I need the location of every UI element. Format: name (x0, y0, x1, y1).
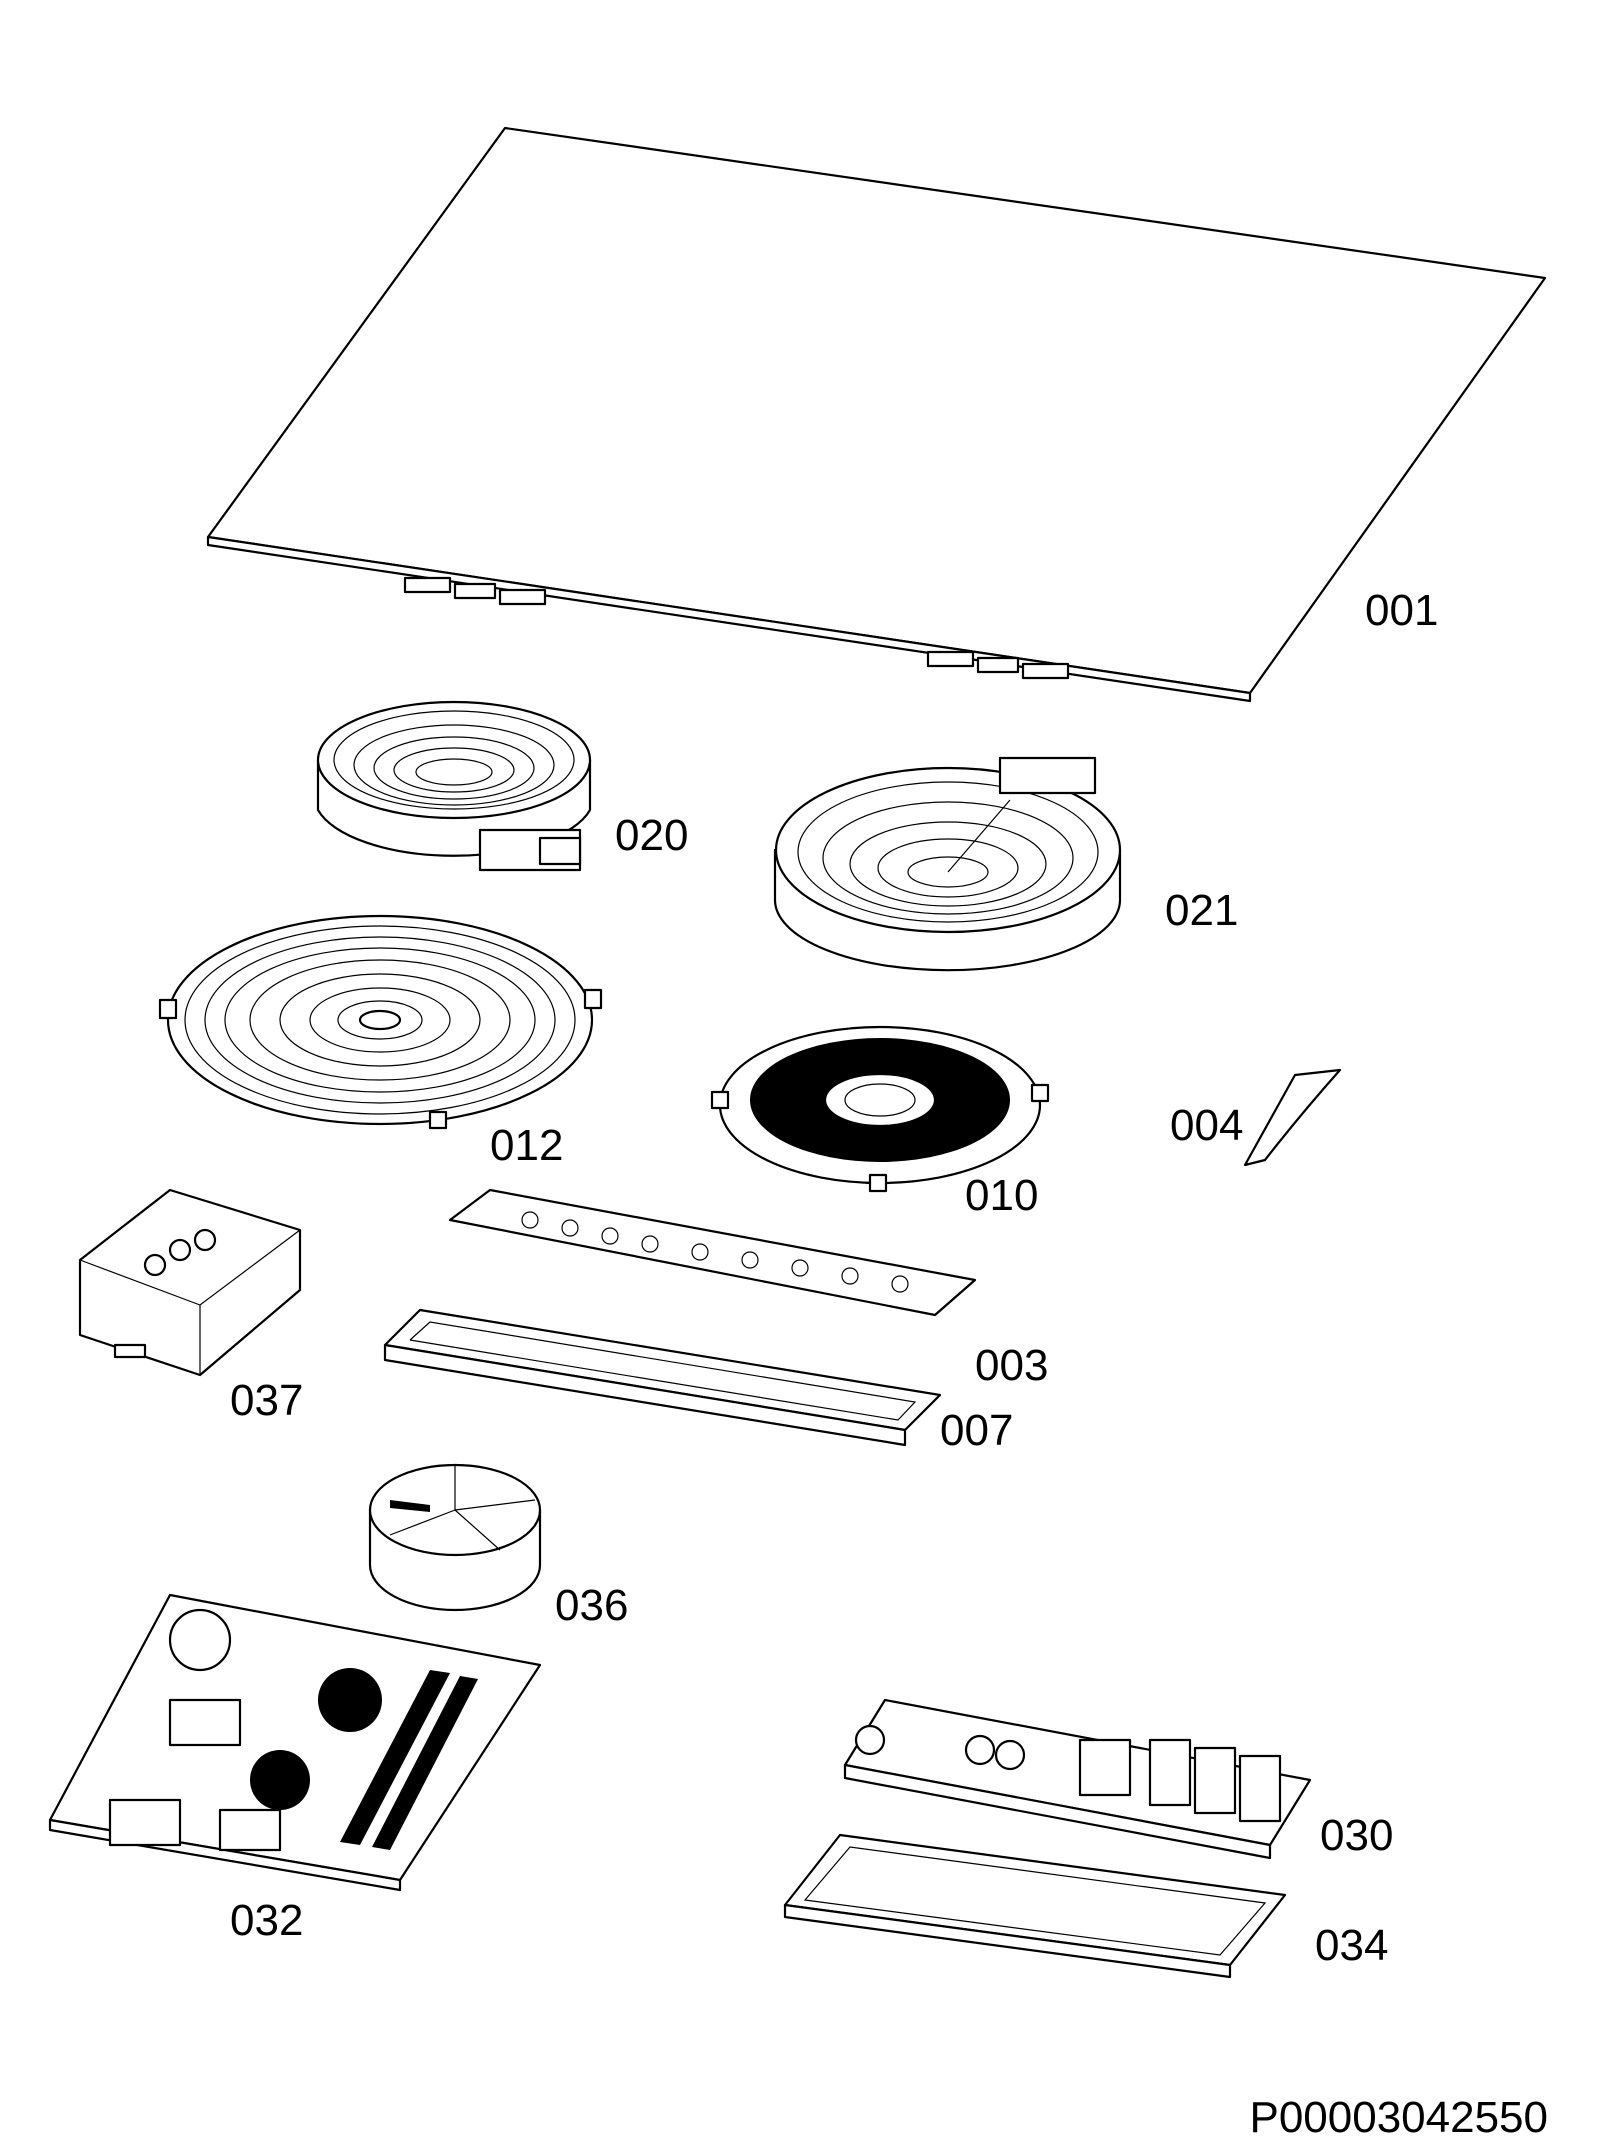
part-036-cooling-fan[interactable] (368, 1463, 542, 1612)
label-034: 034 (1315, 1921, 1388, 1970)
label-004: 004 (1170, 1101, 1243, 1150)
label-032: 032 (230, 1896, 303, 1945)
label-001: 001 (1365, 586, 1438, 635)
part-030-relay-board[interactable] (843, 1698, 1312, 1860)
label-003: 003 (975, 1341, 1048, 1390)
part-021-large-heater[interactable] (773, 756, 1122, 972)
part-020-small-heater[interactable] (316, 700, 592, 872)
part-003-touch-control-board[interactable] (448, 1188, 977, 1317)
part-012-large-induction-coil[interactable] (158, 914, 603, 1130)
label-037: 037 (230, 1376, 303, 1425)
part-004-ribbon-cable[interactable] (1243, 1068, 1342, 1167)
label-010: 010 (965, 1171, 1038, 1220)
label-030: 030 (1320, 1811, 1393, 1860)
part-034-relay-tray[interactable] (783, 1833, 1287, 1979)
label-007: 007 (940, 1406, 1013, 1455)
label-012: 012 (490, 1121, 563, 1170)
label-020: 020 (615, 811, 688, 860)
document-id: P00003042550 (1249, 2093, 1548, 2142)
part-010-small-induction-coil[interactable] (710, 1025, 1050, 1193)
part-032-power-board[interactable] (48, 1593, 542, 1892)
label-021: 021 (1165, 886, 1238, 935)
part-037-terminal-housing[interactable] (78, 1188, 302, 1377)
part-007-control-frame[interactable] (383, 1308, 942, 1447)
part-001-glass-top[interactable] (206, 126, 1547, 703)
label-036: 036 (555, 1581, 628, 1630)
